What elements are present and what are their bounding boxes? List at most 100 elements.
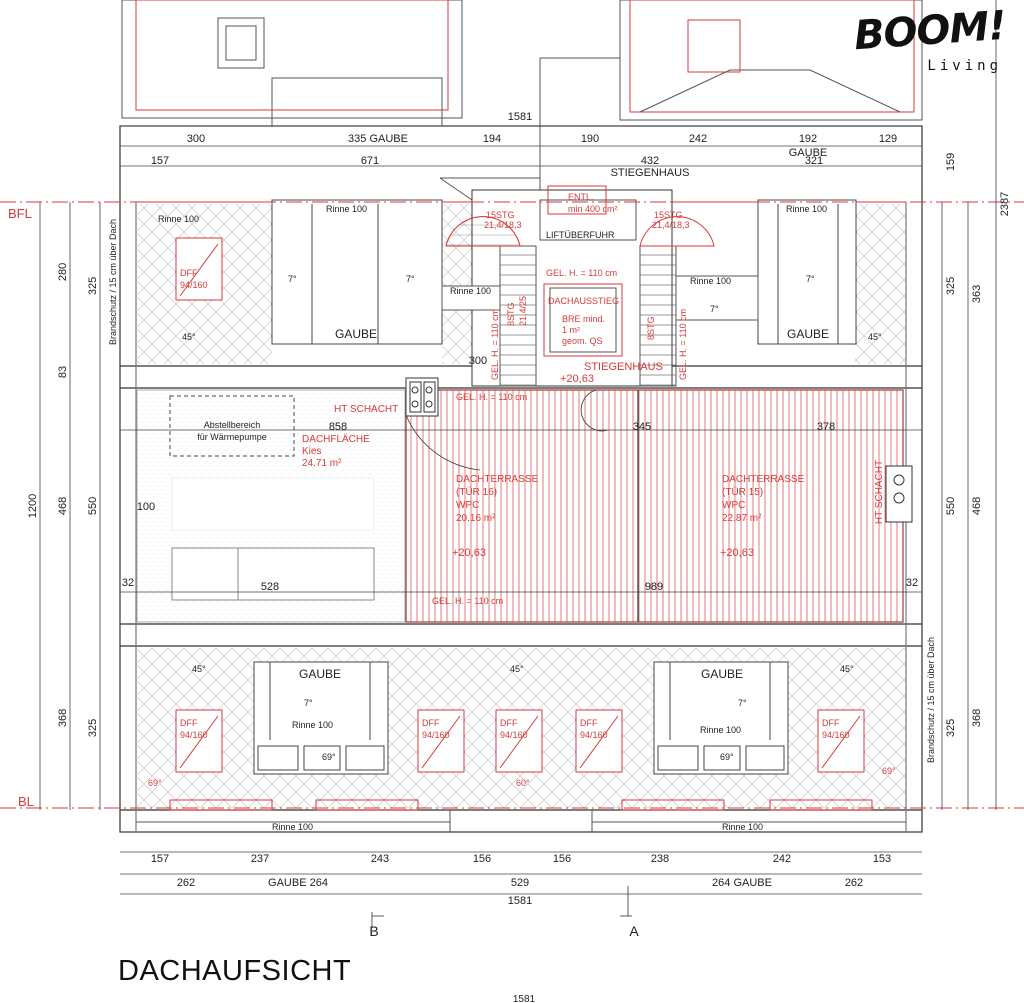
dim-left-outer-0: 280 (57, 263, 69, 281)
slope-45-right: 45° (868, 332, 882, 342)
label-stg-mid2: 21,4/25 (518, 296, 528, 326)
section-a: A (629, 923, 639, 939)
label-stiegenhaus: STIEGENHAUS (611, 167, 690, 179)
dim-right-inner-1: 550 (945, 497, 957, 515)
label-stg-left: 15STG (486, 210, 515, 220)
dim-mid-100: 100 (137, 501, 155, 513)
dim-top-r1-3: 190 (581, 133, 599, 145)
dim-bot-r1-1: 237 (251, 853, 269, 865)
label-bre3: geom. QS (562, 336, 603, 346)
dim-left-inner-2: 550 (87, 497, 99, 515)
label-bre2: 1 m² (562, 325, 580, 335)
gaube-top-right: GAUBE (787, 327, 829, 341)
gaube-top-left: GAUBE (335, 327, 377, 341)
dim-top-r1-5: 192 (799, 133, 817, 145)
dff-2: DFF (422, 718, 440, 728)
dim-bot-r1-6: 242 (773, 853, 791, 865)
dim-left-outer-1: 83 (57, 366, 69, 378)
stair-core (439, 177, 715, 387)
dim-bot-r1-0: 157 (151, 853, 169, 865)
gravel-roof-area (136, 389, 406, 623)
dim-top-r2-1: 671 (361, 155, 379, 167)
logo-wordmark: BOOM! (853, 2, 1008, 60)
terraces (405, 389, 904, 623)
dim-top-r1-1: 335 GAUBE (348, 133, 408, 145)
dim-bot-total: 1581 (508, 895, 532, 907)
slope-bot-60: 60° (516, 778, 530, 788)
dff-top-left: DFF (180, 268, 198, 278)
dim-left-inner-1: 468 (57, 497, 69, 515)
dim-right-top-1: 2387 (999, 192, 1011, 216)
level-bl: BL (18, 794, 34, 809)
label-gel-bottom: GEL. H. = 110 cm (432, 596, 503, 606)
slope-bot-gaube-left: 7° (304, 698, 313, 708)
cut-off-dim: 1581 (513, 994, 536, 1003)
fire-note-left: Brandschutz / 15 cm über Dach (108, 219, 118, 345)
dim-mid-378: 378 (817, 421, 835, 433)
label-gel-mid: GEL. H. = 110 cm (456, 392, 527, 402)
dim-bot-r1-2: 243 (371, 853, 389, 865)
dff-3: DFF (500, 718, 518, 728)
dim-right-outer-2: 368 (971, 709, 983, 727)
label-stg-mid: 8STG (506, 302, 516, 326)
slope-core-right: 7° (710, 304, 719, 314)
dim-right-outer-0: 363 (971, 285, 983, 303)
rinne-bottom-left: Rinne 100 (272, 822, 313, 832)
rinne-bot-gaube-left: Rinne 100 (292, 720, 333, 730)
dim-mid-858: 858 (329, 421, 347, 433)
rinne-top-gaube-left: Rinne 100 (326, 204, 367, 214)
label-kies-area: 24.71 m² (302, 458, 342, 469)
terrace-left-area: 20.16 m² (456, 513, 496, 524)
dim-bot-r2-2: 529 (511, 877, 529, 889)
dim-top-r1-6: 129 (879, 133, 897, 145)
label-abstell-1: Abstellbereich (204, 420, 261, 430)
gutters (136, 799, 906, 832)
label-stg-right: 15STG (654, 210, 683, 220)
dff-1-size: 94/160 (180, 730, 208, 740)
slope-bot-69-b: 69° (720, 752, 734, 762)
dim-bot-r2-1: GAUBE 264 (268, 877, 328, 889)
rinne-bottom-right: Rinne 100 (722, 822, 763, 832)
label-level-core: +20,63 (560, 373, 594, 385)
slope-gaube-left-a: 7° (288, 274, 297, 284)
terrace-right-level: +20,63 (720, 547, 754, 559)
dim-right-top-0: 159 (945, 153, 957, 171)
terrace-left-level: +20,63 (452, 547, 486, 559)
gaube-bot-right: GAUBE (701, 667, 743, 681)
dim-top-r2-4: 321 (805, 155, 823, 167)
ht-shaft-left (405, 377, 439, 417)
dim-bot-r1-7: 153 (873, 853, 891, 865)
slope-bot-69-left: 69° (148, 778, 162, 788)
label-gel-vert-left: GEL. H. = 110 cm (490, 309, 500, 380)
slope-bot-gaube-right: 7° (738, 698, 747, 708)
label-dachflaeche: DACHFLÄCHE (302, 433, 370, 445)
label-stg-mid-right: 8STG (646, 316, 656, 340)
dim-mid-345: 345 (633, 421, 651, 433)
rinne-bot-gaube-right: Rinne 100 (700, 725, 741, 735)
dim-left-inner-0: 325 (87, 277, 99, 295)
dff-5-size: 94/160 (822, 730, 850, 740)
ht-shaft-note-right: HT SCHACHT (874, 460, 885, 524)
dff-3-size: 94/160 (500, 730, 528, 740)
upper-building (121, 0, 923, 200)
dimension-lines (39, 0, 997, 928)
dim-right-outer-1: 468 (971, 497, 983, 515)
fire-note-right: Brandschutz / 15 cm über Dach (926, 637, 936, 763)
terrace-right-mat: WPC (722, 500, 745, 511)
ht-shaft-right (885, 465, 913, 523)
terrace-right-door: (TÜR 15) (722, 486, 763, 498)
label-stg-right2: 21,4/18,3 (652, 220, 690, 230)
dim-top-r1-2: 194 (483, 133, 501, 145)
dormers-bottom (253, 661, 789, 775)
label-gel-top: GEL. H. = 110 cm (546, 268, 617, 278)
level-lines (0, 201, 1024, 809)
rinne-core-right: Rinne 100 (690, 276, 731, 286)
label-abstell-2: für Wärmepumpe (197, 432, 267, 442)
dff-1: DFF (180, 718, 198, 728)
label-ht-schacht: HT SCHACHT (334, 404, 398, 415)
dim-top-r2-2: 432 (641, 155, 659, 167)
dim-bot-r1-5: 238 (651, 853, 669, 865)
rinne-core-left: Rinne 100 (450, 286, 491, 296)
dff-5: DFF (822, 718, 840, 728)
dim-top-r2-3: GAUBE (789, 147, 828, 159)
